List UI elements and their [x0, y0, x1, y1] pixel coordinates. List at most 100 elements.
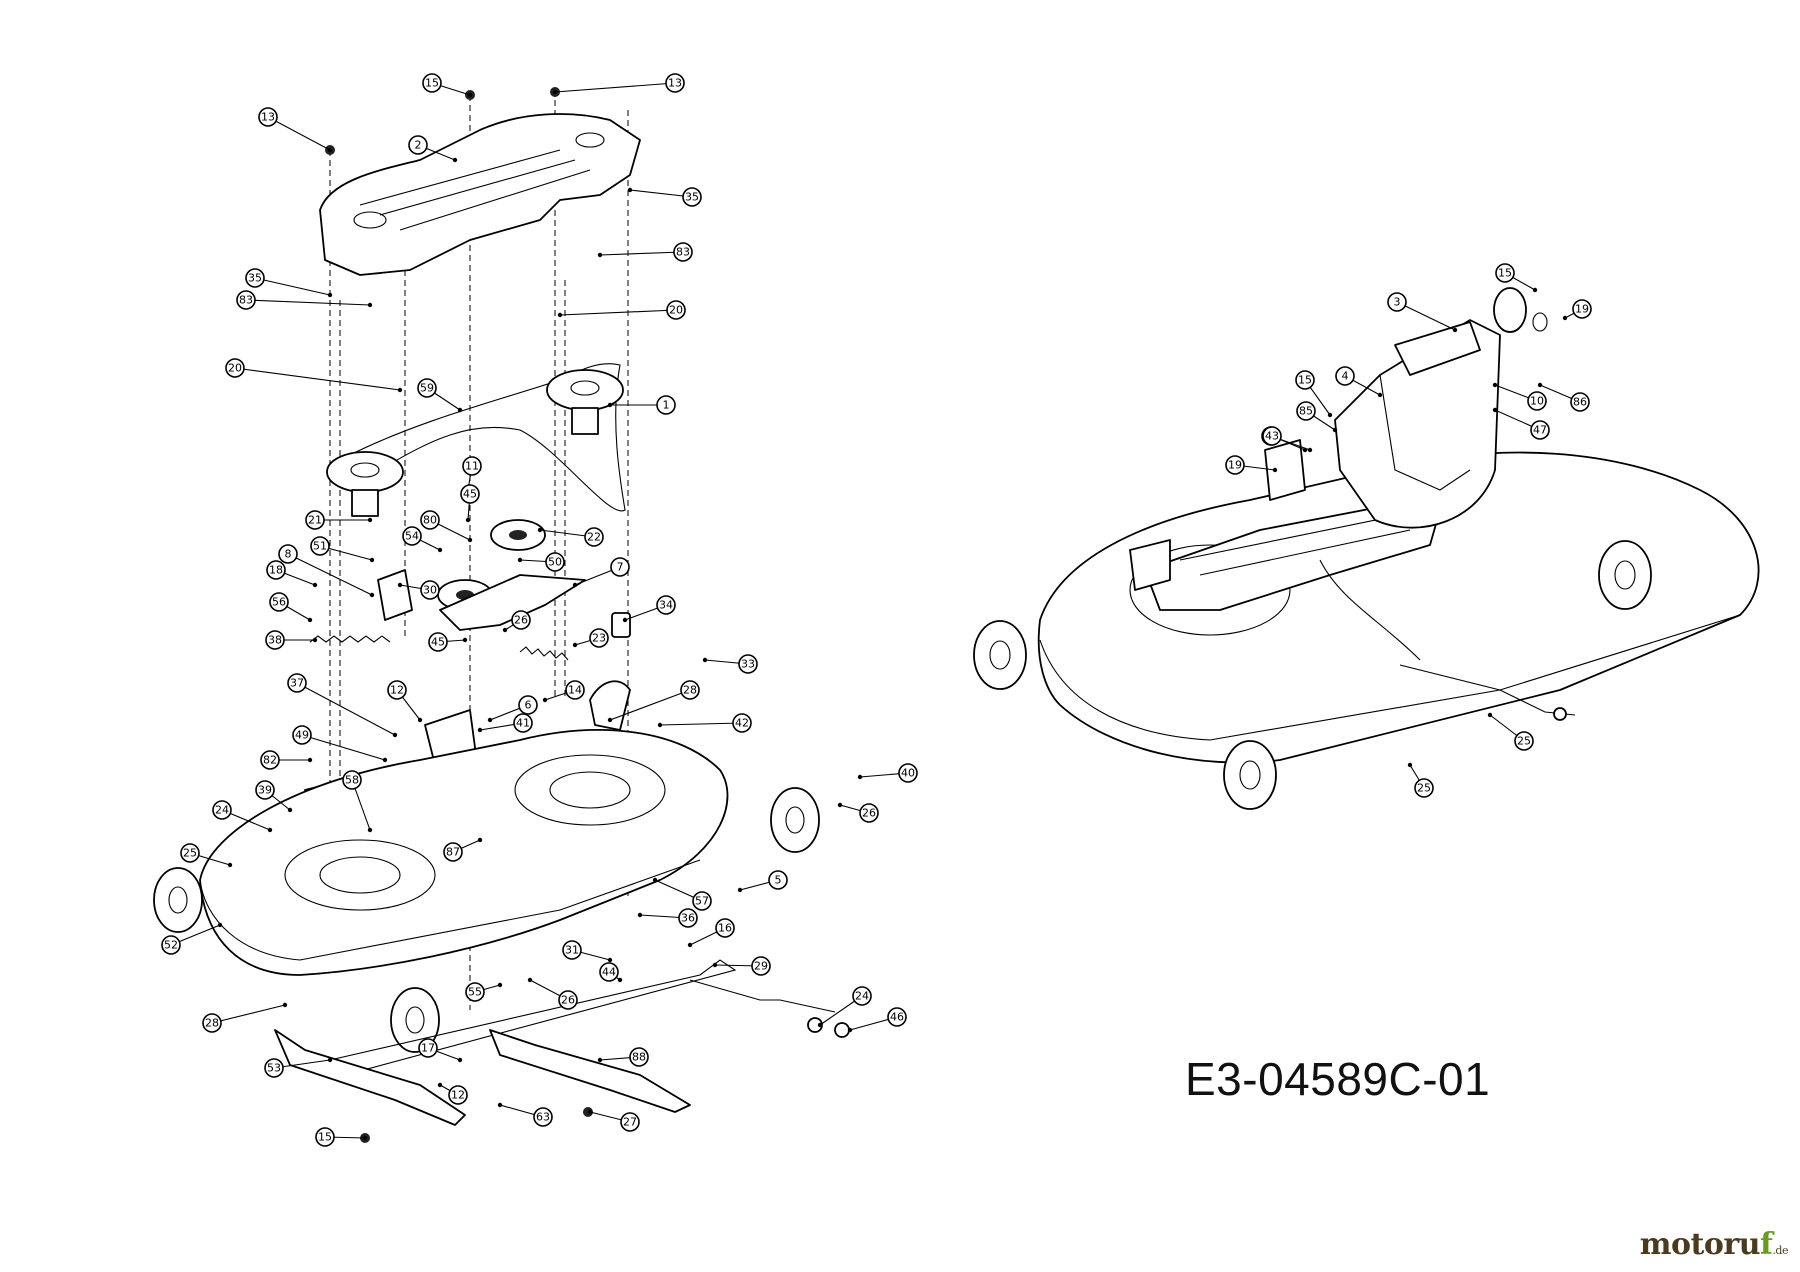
exploded-leader-8	[287, 553, 373, 596]
callout-circle	[678, 908, 698, 928]
exploded-leader-13	[554, 82, 676, 93]
exploded-leader-28	[609, 689, 691, 721]
assembled-wheel-right-shape	[1598, 540, 1652, 610]
exploded-leader-dot-21	[367, 517, 373, 523]
callout-number: 20	[669, 304, 683, 317]
exploded-leader-83	[245, 299, 371, 306]
assembled-leader-dot-10	[1492, 382, 1498, 388]
exploded-part-callout-1: 1	[656, 395, 676, 415]
exploded-leader-35	[629, 189, 693, 198]
callout-number: 15	[425, 77, 439, 90]
callout-number: 25	[1517, 735, 1531, 748]
callout-number: 53	[267, 1062, 281, 1075]
exploded-leader-dot-5	[737, 887, 743, 893]
callout-number: 20	[228, 362, 242, 375]
pulley-left-shape	[326, 451, 404, 493]
exploded-part-callout-36: 36	[678, 908, 698, 928]
callout-circle	[460, 484, 480, 504]
exploded-leader-dot-15	[362, 1135, 368, 1141]
drive-belt-shape	[348, 363, 626, 512]
exploded-leader-dot-39	[287, 807, 293, 813]
callout-number: 55	[468, 986, 482, 999]
callout-circle	[666, 300, 686, 320]
assembled-part-callout-86: 86	[1570, 392, 1590, 412]
exploded-part-callout-45: 45	[460, 484, 480, 504]
exploded-leader-dot-18	[312, 582, 318, 588]
exploded-leader-dot-28	[607, 717, 613, 723]
callout-number: 25	[183, 847, 197, 860]
exploded-leader-dot-35	[327, 292, 333, 298]
callout-number: 80	[423, 514, 437, 527]
brand-logo-accent: f	[1760, 1227, 1773, 1262]
exploded-leader-dot-17	[457, 1057, 463, 1063]
assembled-leader-dot-15	[1327, 412, 1333, 418]
callout-number: 29	[754, 960, 768, 973]
callout-number: 28	[205, 1017, 219, 1030]
exploded-part-callout-63: 63	[533, 1107, 553, 1127]
exploded-leader-dot-41	[477, 727, 483, 733]
exploded-leader-dot-38	[312, 637, 318, 643]
callout-number: 5	[775, 874, 782, 887]
callout-circle	[887, 1007, 907, 1027]
callout-circle	[673, 242, 693, 262]
exploded-leader-dot-37	[392, 732, 398, 738]
exploded-leader-dot-15	[467, 92, 473, 98]
callout-circle	[692, 891, 712, 911]
exploded-leader-dot-51	[369, 557, 375, 563]
exploded-leader-dot-57	[652, 877, 658, 883]
brand-tld: .de	[1772, 1244, 1788, 1257]
exploded-part-callout-57: 57	[692, 891, 712, 911]
exploded-leader-42	[659, 722, 743, 726]
callout-circle	[420, 510, 440, 530]
callout-circle	[751, 956, 771, 976]
callout-circle	[732, 713, 752, 733]
callout-circle	[859, 803, 879, 823]
assembled-part-callout-15: 15	[1295, 370, 1315, 390]
exploded-part-callout-52: 52	[161, 935, 181, 955]
exploded-leader-dot-29	[712, 962, 718, 968]
callout-number: 15	[318, 1131, 332, 1144]
callout-circle	[738, 654, 758, 674]
exploded-part-callout-55: 55	[465, 982, 485, 1002]
exploded-leader-dot-56	[307, 617, 313, 623]
exploded-part-callout-2: 2	[408, 135, 428, 155]
callouts-right: 31519431086474158543192525	[1225, 263, 1592, 798]
callout-circle	[565, 680, 585, 700]
callout-circle	[417, 378, 437, 398]
callouts-left: 1513132358335832020591114580222151545081…	[161, 73, 918, 1147]
callout-circle	[682, 187, 702, 207]
callout-circle	[443, 842, 463, 862]
exploded-leader-dot-31	[607, 957, 613, 963]
callout-circle	[1262, 426, 1282, 446]
exploded-leader-dot-44	[617, 977, 623, 983]
callout-number: 58	[345, 774, 359, 787]
callout-circle	[610, 557, 630, 577]
callout-number: 16	[718, 922, 732, 935]
assembled-part-callout-19: 19	[1572, 299, 1592, 319]
exploded-part-callout-22: 22	[584, 527, 604, 547]
callout-number: 26	[514, 614, 528, 627]
callout-circle	[1495, 263, 1515, 283]
exploded-part-callout-38: 38	[265, 630, 285, 650]
callout-number: 7	[617, 561, 624, 574]
exploded-leader-dot-7	[572, 582, 578, 588]
callout-number: 10	[1530, 395, 1544, 408]
exploded-leader-20	[559, 309, 677, 316]
exploded-part-callout-44: 44	[599, 962, 619, 982]
exploded-part-callout-15: 15	[315, 1127, 335, 1147]
callout-number: 31	[565, 944, 579, 957]
callout-number: 45	[463, 488, 477, 501]
callout-circle	[545, 552, 565, 572]
callout-number: 46	[890, 1011, 904, 1024]
exploded-part-callout-87: 87	[443, 842, 463, 862]
assembled-part-callout-10: 10	[1527, 391, 1547, 411]
exploded-leader-dot-87	[477, 837, 483, 843]
exploded-leader-dot-6	[487, 717, 493, 723]
callout-circle	[1295, 370, 1315, 390]
callout-number: 8	[285, 548, 292, 561]
exploded-leader-dot-88	[597, 1057, 603, 1063]
exploded-leader-dot-26	[502, 627, 508, 633]
callout-circle	[1335, 366, 1355, 386]
callout-number: 13	[668, 77, 682, 90]
